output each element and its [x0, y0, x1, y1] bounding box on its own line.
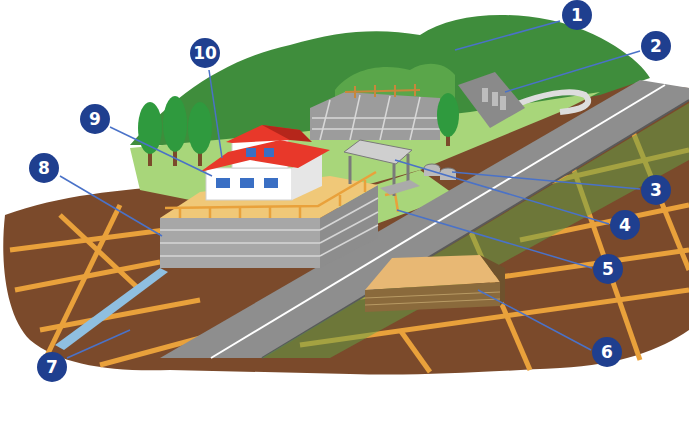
callout-text: 8	[38, 160, 50, 177]
callout-text: 1	[571, 7, 583, 24]
graveyard	[458, 72, 525, 128]
callout-text: 9	[89, 111, 101, 128]
bus-shelter	[344, 140, 420, 196]
callout-text: 5	[602, 261, 614, 278]
callout-number: 6	[592, 337, 622, 367]
callout-number: 2	[641, 31, 671, 61]
retaining-wall	[310, 92, 440, 140]
callout-number: 5	[593, 254, 623, 284]
road	[160, 80, 689, 358]
callout-number: 8	[29, 153, 59, 183]
callout-text: 7	[46, 359, 58, 376]
callout-number: 1	[562, 0, 592, 30]
leader-lines	[60, 21, 640, 358]
callout-number: 7	[37, 352, 67, 382]
callout-number: 3	[641, 175, 671, 205]
callout-text: 2	[650, 38, 662, 55]
roadside	[262, 103, 689, 358]
callout-text: 3	[650, 182, 662, 199]
raised-earth	[365, 255, 505, 312]
gravestones	[482, 88, 506, 110]
callout-number: 10	[190, 38, 220, 68]
fence	[345, 84, 420, 98]
farm-field	[3, 80, 689, 375]
callout-text: 4	[619, 217, 631, 234]
path	[515, 92, 588, 112]
callout-number: 4	[610, 210, 640, 240]
callout-text: 6	[601, 344, 613, 361]
callout-text: 10	[193, 45, 217, 62]
stone-wall	[160, 218, 320, 268]
wall-lines	[312, 95, 440, 140]
tank	[424, 164, 456, 180]
callout-number: 9	[80, 104, 110, 134]
